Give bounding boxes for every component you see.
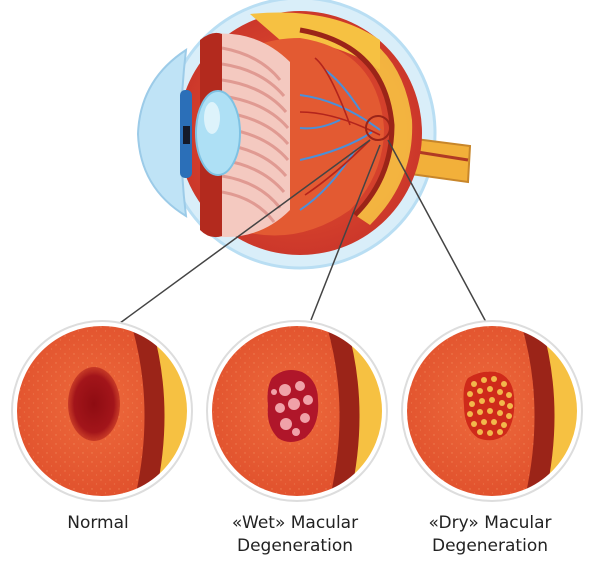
macula-normal [68,367,120,441]
macula-marker [365,115,391,141]
caption-normal: Normal [3,512,193,535]
eye-cross-section [136,0,472,270]
label-normal: Normal [67,513,129,533]
pointer-lines [119,139,487,324]
pointer-line-normal [119,139,371,324]
label-wet-line1: «Wet» Macular [231,513,359,533]
label-dry-line1: «Dry» Macular [428,513,552,533]
caption-wet: «Wet» Macular Degeneration [200,512,390,558]
lens [195,90,241,176]
macula-dry-view [401,320,583,502]
pointer-line-wet [310,144,381,321]
blood-vessels [299,69,381,211]
dry-lesion [463,371,515,441]
label-dry-line2: Degeneration [431,536,548,556]
macula-wet-view [206,320,388,502]
macula-normal-view [11,320,193,502]
cornea [136,47,188,218]
wet-lesion [267,370,319,442]
pointer-line-dry [387,139,487,323]
caption-dry: «Dry» Macular Degeneration [395,512,585,558]
label-wet-line2: Degeneration [236,536,353,556]
